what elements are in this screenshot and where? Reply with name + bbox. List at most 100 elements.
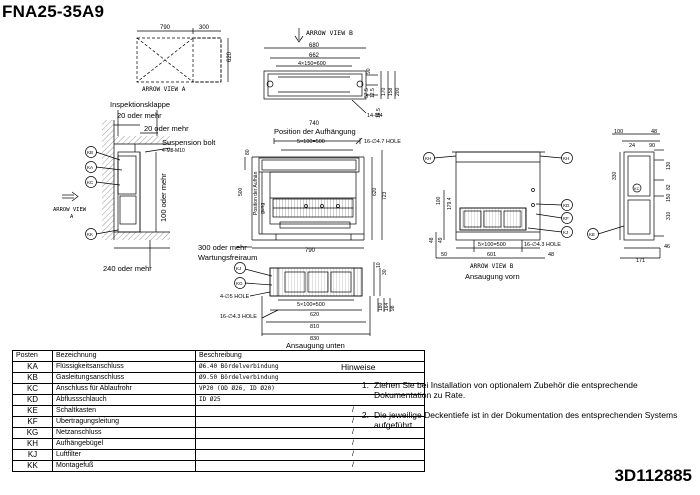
callout-kj-rear-label: KJ — [563, 230, 568, 235]
dim-48-rear: 48 — [429, 237, 435, 243]
dim-12-5: 12.5 — [370, 88, 376, 98]
dim-310-right: 310 — [666, 211, 672, 220]
dim-5x100-front: 5×100=500 — [297, 139, 325, 145]
dim-130-right: 130 — [666, 161, 672, 170]
callout-kf — [535, 212, 573, 224]
row-code: KC — [12, 383, 53, 395]
dim-10-bottom: 10 — [376, 262, 382, 268]
label-inspektionsklappe: Inspektionsklappe — [110, 100, 170, 109]
label-ansaugung-unten: Ansaugung unten — [286, 341, 345, 350]
label-ansaugung-vorn: Ansaugung vorn — [465, 272, 520, 281]
row-code: KG — [12, 427, 53, 439]
label-14-m4: 14-M4 — [367, 113, 383, 119]
callout-kh-left — [423, 152, 457, 164]
row-desc: / — [195, 449, 425, 461]
header-posten: Posten — [12, 350, 53, 362]
dim-5x100-rear: 5×100=500 — [478, 242, 506, 248]
label-wartungsfreiraum: Wartungsfreiraum — [198, 253, 257, 262]
dim-49: 49 — [438, 237, 444, 243]
arrow-view-a-box — [136, 28, 229, 83]
dim-18-5: 18.5 — [376, 108, 382, 118]
dim-100-right: 100 — [614, 129, 623, 135]
row-name: Gasleitungsanschluss — [52, 372, 196, 384]
arrow-a-indicator — [62, 191, 79, 202]
callout-kj-bottom-label: KJ — [236, 266, 241, 271]
dim-830: 830 — [310, 336, 319, 342]
label-100-oder-mehr: 100 oder mehr — [159, 173, 168, 222]
callout-kc-right-label: KC — [634, 186, 640, 191]
row-code: KA — [12, 361, 53, 373]
note-number: 1. — [361, 380, 369, 390]
callout-ke-label: KE — [589, 232, 595, 237]
dim-90: 90 — [366, 68, 372, 74]
dim-90-right: 90 — [649, 143, 655, 149]
arrow-view-b-top: ARROW VIEW B — [306, 29, 353, 37]
dim-46-right: 46 — [664, 244, 670, 250]
callout-kc — [85, 176, 121, 188]
label-16-4-3-hole-bottom: 16-∅4.3 HOLE — [220, 313, 257, 320]
dim-150-right: 150 — [666, 193, 672, 202]
row-code: KB — [12, 372, 53, 384]
dim-4x150: 4×150=600 — [298, 61, 326, 67]
drawing-title: FNA25-35A9 — [2, 2, 105, 21]
bottom-view-unit — [249, 262, 391, 336]
row-desc: / — [195, 460, 425, 472]
top-view-unit — [263, 47, 396, 114]
arrow-view-a-left-1: ARROW VIEW — [53, 207, 87, 213]
callout-ke — [587, 225, 625, 240]
callout-kk-left-label: KK — [87, 232, 93, 237]
arrow-view-a-caption: ARROW VIEW A — [142, 86, 186, 93]
callout-kh-left-label: KH — [425, 156, 431, 161]
dim-98: 98 — [390, 305, 396, 311]
callout-kb — [85, 146, 121, 161]
note-text: Die jeweilige Deckentiefe ist in der Dok… — [374, 410, 678, 430]
label-16-4-3-hole-rear: 16-∅4.3 HOLE — [524, 241, 561, 248]
label-m8-m10: 4-M8-M10 — [162, 148, 185, 154]
callout-kg-bottom — [234, 277, 273, 289]
callout-kj-rear — [527, 226, 573, 238]
dim-170: 170 — [381, 87, 387, 96]
callout-kh-right — [539, 152, 573, 164]
dim-500: 500 — [238, 187, 244, 196]
label-4-5-hole: 4-∅5 HOLE — [220, 293, 250, 300]
row-name: Luftfilter — [52, 449, 196, 461]
row-code: KK — [12, 460, 53, 472]
row-name: Montagefuß — [52, 460, 196, 472]
row-name: Schaltkasten — [52, 405, 196, 417]
row-name: Flüssigkeitsanschluss — [52, 361, 196, 373]
callout-kg-bottom-label: KG — [236, 281, 243, 286]
dim-100-rear: 100 — [436, 196, 442, 205]
row-name: Anschluss für Ablaufrohr — [52, 383, 196, 395]
note-text: Ziehen Sie bei Installation von optional… — [374, 380, 638, 400]
dim-5x100-bottom: 5×100=500 — [297, 302, 325, 308]
row-desc: / — [195, 438, 425, 450]
row-name: Abflussschlauch — [52, 394, 196, 406]
dim-200: 200 — [395, 87, 401, 96]
arrow-view-b-caption: ARROW VIEW B — [470, 263, 514, 270]
dim-680: 680 — [309, 43, 320, 49]
callout-ka — [85, 161, 123, 173]
dim-48-right: 48 — [651, 129, 657, 135]
label-gung: gung — [260, 203, 266, 214]
dim-723: 723 — [382, 191, 388, 200]
dim-620-bottom: 620 — [310, 312, 319, 318]
callout-kd — [535, 199, 573, 211]
row-code: KE — [12, 405, 53, 417]
dim-80: 80 — [245, 149, 251, 155]
dim-24-right: 24 — [629, 143, 635, 149]
header-bezeichnung: Bezeichnung — [52, 350, 196, 362]
header-beschreibung: Beschreibung — [195, 350, 425, 362]
dim-50: 50 — [441, 252, 447, 258]
row-code: KJ — [12, 449, 53, 461]
label-20-oder-mehr-a: 20 oder mehr — [117, 111, 162, 120]
dim-330-right: 330 — [612, 171, 618, 180]
dim-57-5: 57.5 — [364, 88, 370, 98]
row-name: Aufhängebügel — [52, 438, 196, 450]
dim-790-front: 790 — [305, 248, 316, 254]
